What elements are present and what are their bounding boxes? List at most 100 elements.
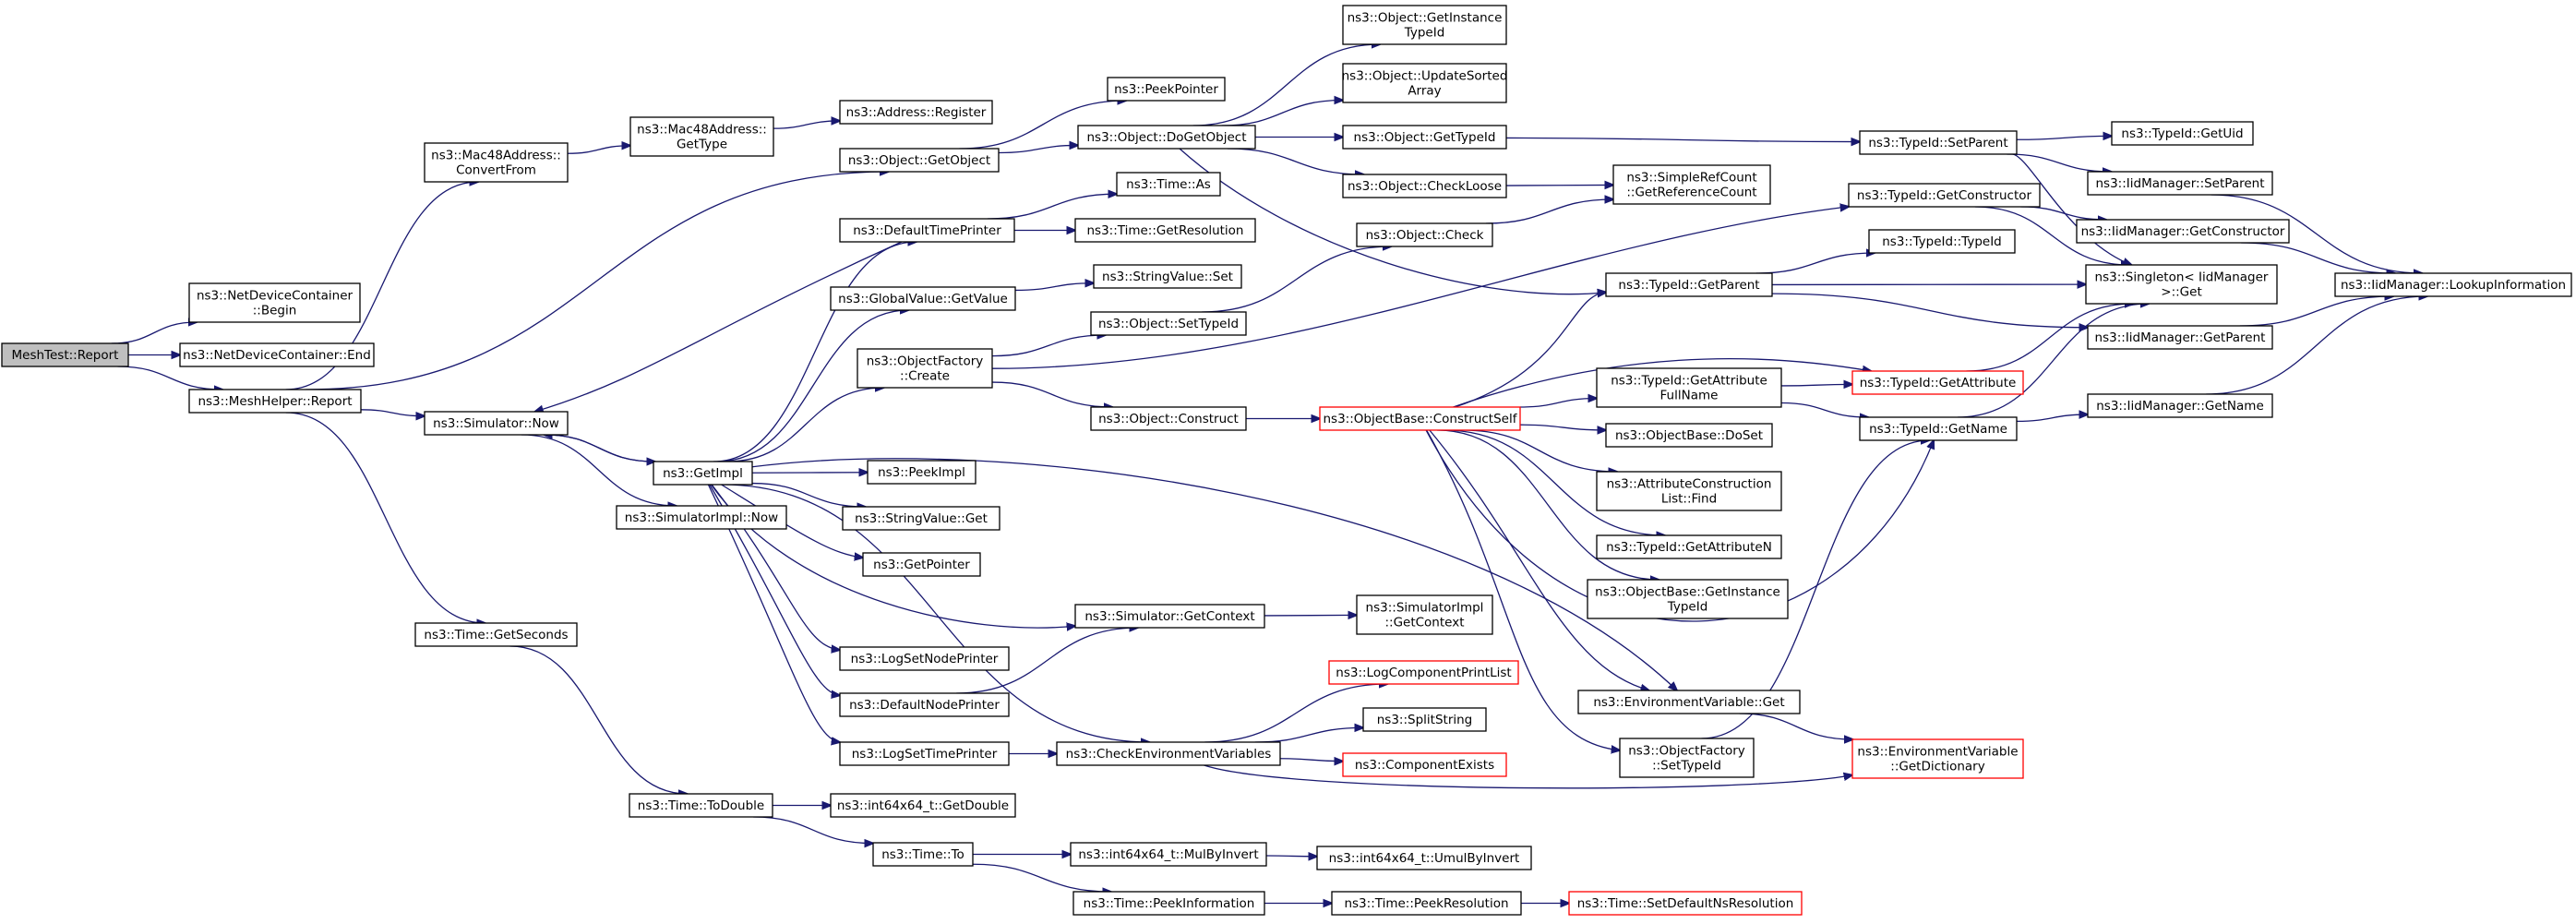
node-componentexists[interactable]: ns3::ComponentExists [1342, 752, 1507, 777]
node-stringvalue_set[interactable]: ns3::StringValue::Set [1093, 264, 1242, 289]
node-int64_umulbyinvert[interactable]: ns3::int64x64_t::UmulByInvert [1316, 846, 1532, 870]
node-simulator_getcontext[interactable]: ns3::Simulator::GetContext [1074, 604, 1265, 629]
node-objectfactory_create[interactable]: ns3::ObjectFactory::Create [857, 348, 993, 389]
node-logcomponentprintlist[interactable]: ns3::LogComponentPrintList [1328, 660, 1519, 685]
node-box [1328, 660, 1519, 685]
node-netdevicecontainer_begin[interactable]: ns3::NetDeviceContainer::Begin [188, 282, 361, 323]
node-label: ns3::Singleton< IidManager [2095, 270, 2269, 285]
node-address_register[interactable]: ns3::Address::Register [839, 100, 993, 125]
node-typeid_getattributen[interactable]: ns3::TypeId::GetAttributeN [1596, 534, 1782, 559]
edge-object_dogetobject-to-typeid_getparent [1179, 148, 1606, 294]
node-box [188, 389, 362, 414]
node-objectbase_doset[interactable]: ns3::ObjectBase::DoSet [1605, 423, 1773, 448]
node-logsetnodeprinter[interactable]: ns3::LogSetNodePrinter [839, 646, 1010, 671]
node-label: ns3::ObjectFactory [867, 354, 984, 369]
node-object_dogetobject[interactable]: ns3::Object::DoGetObject [1077, 125, 1256, 150]
node-defaultnodeprinter[interactable]: ns3::DefaultNodePrinter [839, 692, 1010, 717]
node-object_settypeid[interactable]: ns3::Object::SetTypeId [1090, 311, 1247, 336]
node-label: TypeId [1667, 600, 1708, 615]
node-label: ns3::IidManager::LookupInformation [2341, 278, 2566, 293]
node-box [1319, 406, 1521, 431]
node-iidmanager_getparent[interactable]: ns3::IidManager::GetParent [2087, 325, 2273, 350]
node-envvar_getdictionary[interactable]: ns3::EnvironmentVariable::GetDictionary [1851, 738, 2024, 779]
edge-mesh_test_report-to-netdevicecontainer_begin [111, 322, 197, 344]
node-object_checkloose[interactable]: ns3::Object::CheckLoose [1342, 174, 1507, 198]
node-simulatorimpl_now[interactable]: ns3::SimulatorImpl::Now [616, 505, 787, 530]
node-iidmanager_lookupinformation[interactable]: ns3::IidManager::LookupInformation [2334, 272, 2572, 297]
node-mac48_convertfrom[interactable]: ns3::Mac48Address::ConvertFrom [424, 142, 569, 183]
node-mesh_test_report[interactable]: MeshTest::Report [1, 342, 129, 367]
node-typeid_getconstructor[interactable]: ns3::TypeId::GetConstructor [1848, 183, 2041, 208]
edge-objectfactory_settypeid-to-typeid_getname [1701, 440, 1930, 739]
node-typeid_getparent[interactable]: ns3::TypeId::GetParent [1605, 272, 1773, 297]
node-label: TypeId [1404, 26, 1445, 41]
node-getimpl[interactable]: ns3::GetImpl [653, 461, 753, 486]
node-simulatorimpl_getcontext[interactable]: ns3::SimulatorImpl::GetContext [1356, 594, 1493, 635]
node-netdevicecontainer_end[interactable]: ns3::NetDeviceContainer::End [179, 342, 375, 367]
node-box [414, 622, 578, 647]
node-time_to[interactable]: ns3::Time::To [872, 842, 974, 867]
node-time_setdefaultnsresolution[interactable]: ns3::Time::SetDefaultNsResolution [1568, 891, 1803, 916]
node-typeid_typeid[interactable]: ns3::TypeId::TypeId [1868, 229, 2016, 254]
node-logsettimeprinter[interactable]: ns3::LogSetTimePrinter [839, 741, 1010, 766]
node-box [1577, 690, 1801, 714]
node-meshhelper_report[interactable]: ns3::MeshHelper::Report [188, 389, 362, 414]
node-mac48_gettype[interactable]: ns3::Mac48Address::GetType [629, 116, 774, 157]
node-singleton_iidmanager_get[interactable]: ns3::Singleton< IidManager >::Get [2085, 264, 2278, 305]
node-stringvalue_get[interactable]: ns3::StringValue::Get [842, 506, 1000, 531]
node-typeid_getname[interactable]: ns3::TypeId::GetName [1859, 416, 2018, 441]
node-time_as[interactable]: ns3::Time::As [1116, 172, 1221, 197]
node-simulator_now[interactable]: ns3::Simulator::Now [424, 411, 569, 436]
node-int64_mulbyinvert[interactable]: ns3::int64x64_t::MulByInvert [1070, 842, 1267, 867]
node-time_getseconds[interactable]: ns3::Time::GetSeconds [414, 622, 578, 647]
edge-object_getobject-to-peekpointer [959, 101, 1126, 150]
node-box [1070, 842, 1267, 867]
node-getpointer[interactable]: ns3::GetPointer [862, 552, 981, 577]
node-time_peekinformation[interactable]: ns3::Time::PeekInformation [1072, 891, 1265, 916]
node-label: ns3::LogSetNodePrinter [851, 652, 999, 666]
node-typeid_getattribute[interactable]: ns3::TypeId::GetAttribute [1851, 370, 2024, 395]
node-objectbase_constructself[interactable]: ns3::ObjectBase::ConstructSelf [1319, 406, 1521, 431]
node-time_peekresolution[interactable]: ns3::Time::PeekResolution [1331, 891, 1522, 916]
node-label: ns3::Object::GetInstance [1348, 11, 1503, 26]
node-simplerefcount_getref[interactable]: ns3::SimpleRefCount::GetReferenceCount [1612, 164, 1771, 205]
node-envvar_get[interactable]: ns3::EnvironmentVariable::Get [1577, 690, 1801, 714]
node-peekpointer[interactable]: ns3::PeekPointer [1107, 77, 1226, 102]
edge-typeid_getparent-to-iidmanager_getparent [1771, 293, 2088, 328]
node-iidmanager_setparent[interactable]: ns3::IidManager::SetParent [2087, 171, 2273, 196]
node-time_todouble[interactable]: ns3::Time::ToDouble [629, 793, 773, 818]
node-box [867, 460, 976, 485]
node-box [842, 506, 1000, 531]
node-globalvalue_getvalue[interactable]: ns3::GlobalValue::GetValue [830, 286, 1016, 311]
node-time_getresolution[interactable]: ns3::Time::GetResolution [1074, 218, 1256, 243]
node-label: ns3::Time::SetDefaultNsResolution [1577, 896, 1794, 911]
node-objectfactory_settypeid[interactable]: ns3::ObjectFactory::SetTypeId [1619, 738, 1755, 778]
node-box [1077, 125, 1256, 150]
node-object_construct[interactable]: ns3::Object::Construct [1090, 406, 1247, 431]
edge-typeid_getparent-to-typeid_typeid [1755, 253, 1875, 274]
node-peekimpl[interactable]: ns3::PeekImpl [867, 460, 976, 485]
node-label: ns3::ComponentExists [1355, 758, 1494, 773]
node-label: ns3::Address::Register [846, 105, 987, 120]
node-object_getobject[interactable]: ns3::Object::GetObject [839, 148, 1000, 173]
edge-iidmanager_setparent-to-iidmanager_lookupinformation [2211, 194, 2423, 273]
node-defaulttimeprinter[interactable]: ns3::DefaultTimePrinter [839, 218, 1015, 243]
node-typeid_getuid[interactable]: ns3::TypeId::GetUid [2111, 121, 2254, 146]
edge-getimpl-to-getpointer [721, 484, 863, 558]
node-box [1587, 579, 1789, 619]
node-iidmanager_getconstructor[interactable]: ns3::IidManager::GetConstructor [2076, 219, 2290, 244]
node-object_check[interactable]: ns3::Object::Check [1356, 222, 1493, 247]
node-iidmanager_getname[interactable]: ns3::IidManager::GetName [2087, 393, 2273, 418]
node-object_gettypeid[interactable]: ns3::Object::GetTypeId [1342, 125, 1507, 150]
node-splitstring[interactable]: ns3::SplitString [1362, 707, 1487, 732]
node-typeid_setparent[interactable]: ns3::TypeId::SetParent [1859, 130, 2018, 155]
node-int64_getdouble[interactable]: ns3::int64x64_t::GetDouble [830, 793, 1016, 818]
edge-meshhelper_report-to-mac48_convertfrom [285, 182, 478, 390]
node-label: ns3::Mac48Address:: [637, 123, 767, 138]
node-checkenvvars[interactable]: ns3::CheckEnvironmentVariables [1056, 741, 1281, 766]
